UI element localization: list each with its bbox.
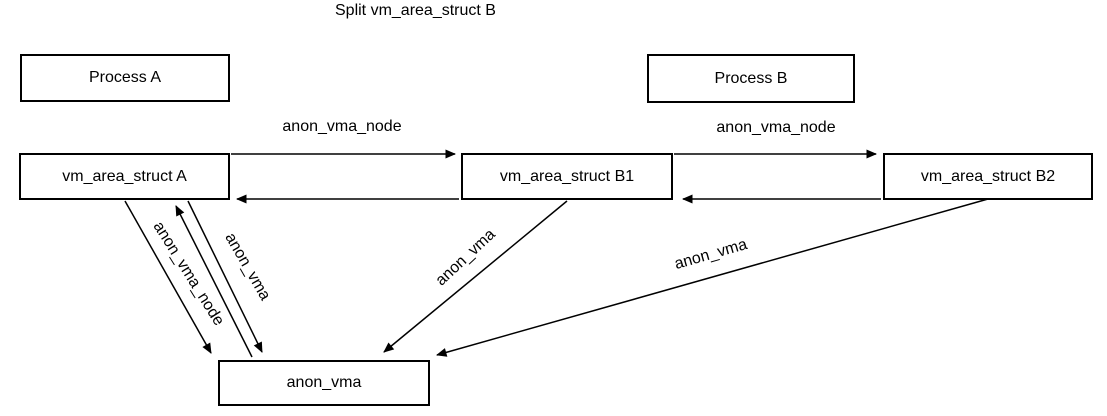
node-anon-vma-label: anon_vma: [286, 374, 362, 391]
edge-a-anon-vma-down: [187, 200, 263, 353]
edge-label-anon-vma-node-right: anon_vma_node: [716, 119, 836, 136]
node-process-b: Process B: [647, 54, 855, 103]
node-process-b-label: Process B: [714, 69, 788, 87]
edge-a-anon-vma-node-down: [124, 200, 212, 354]
edge-anon-vma-up-to-a: [175, 205, 253, 358]
node-vm-area-struct-b1-label: vm_area_struct B1: [499, 167, 635, 185]
edge-b1-anon-vma-down: [383, 200, 568, 353]
diagram-title: Split vm_area_struct B: [335, 2, 496, 19]
node-vm-area-struct-b2: vm_area_struct B2: [883, 153, 1093, 200]
node-vm-area-struct-b2-label: vm_area_struct B2: [920, 167, 1056, 185]
node-process-a-label: Process A: [88, 69, 162, 86]
node-vm-area-struct-b1: vm_area_struct B1: [461, 153, 673, 200]
node-process-a: Process A: [20, 54, 230, 102]
node-vm-area-struct-a: vm_area_struct A: [19, 153, 230, 200]
edge-b2-anon-vma-down: [436, 198, 989, 357]
edge-label-anon-vma-node-left: anon_vma_node: [282, 118, 402, 135]
node-anon-vma: anon_vma: [218, 360, 430, 406]
node-vm-area-struct-a-label: vm_area_struct A: [62, 167, 187, 185]
